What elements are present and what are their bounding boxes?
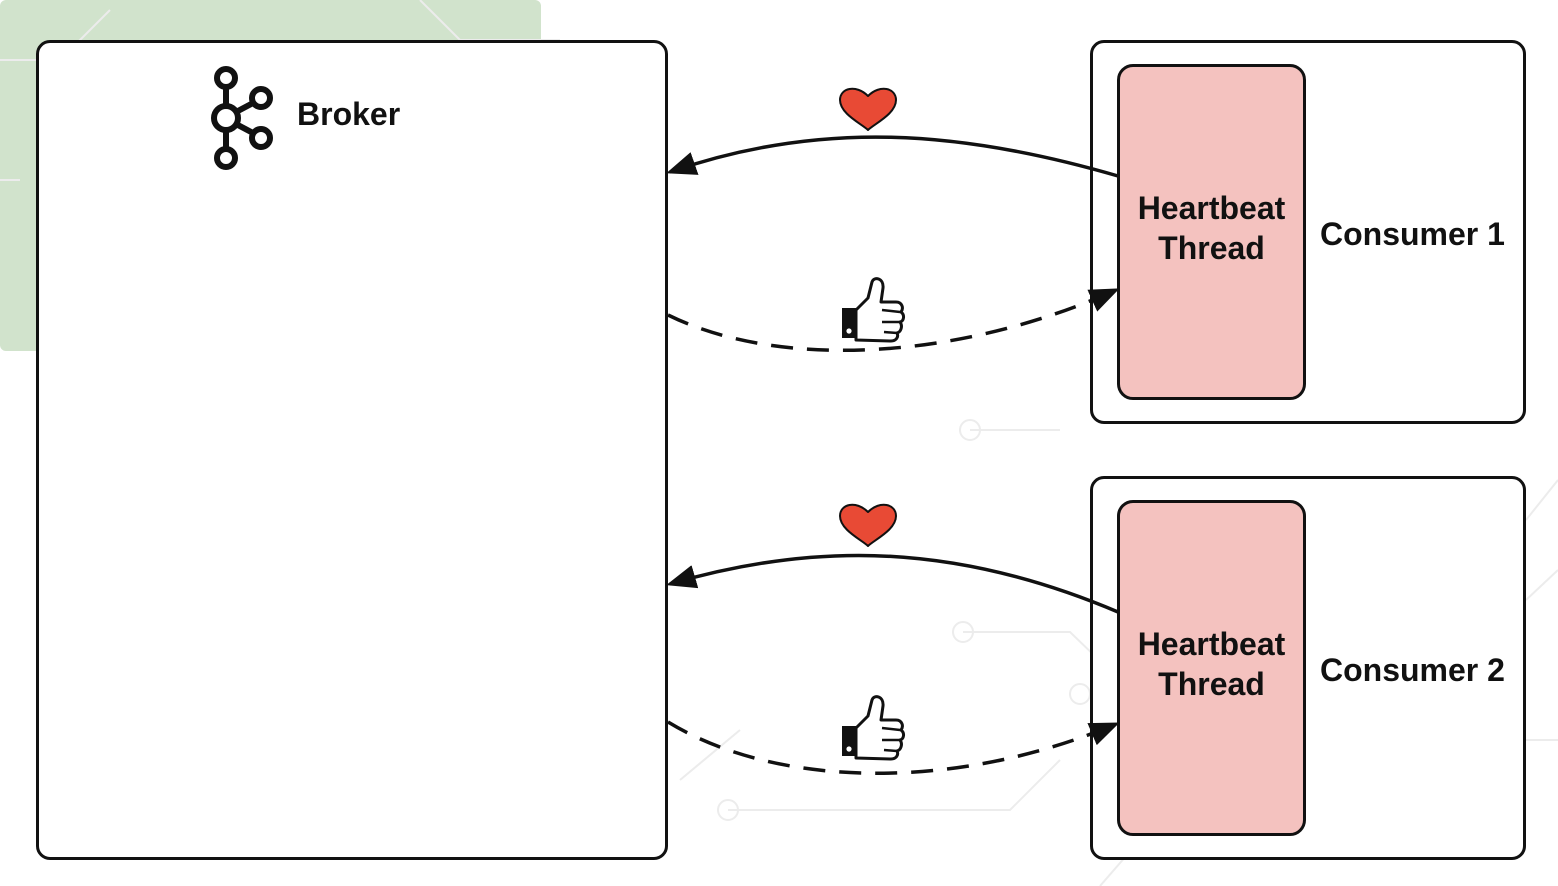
- heartbeat-thread-2-label: Heartbeat Thread: [1138, 624, 1286, 712]
- broker-title: Broker: [297, 96, 401, 132]
- heartbeat-thread-1-label: Heartbeat Thread: [1138, 188, 1286, 276]
- thread-label-line1: Heartbeat: [1137, 626, 1286, 662]
- consumer-2-label: Consumer 2: [1320, 652, 1505, 688]
- thread-label-line1: Heartbeat: [1137, 190, 1286, 226]
- heartbeat-thread-2-box: Heartbeat Thread: [1117, 500, 1306, 836]
- broker-box: [36, 40, 668, 860]
- thread-label-line2: Thread: [1158, 230, 1265, 266]
- thread-label-line2: Thread: [1158, 666, 1265, 702]
- consumer-1-label: Consumer 1: [1320, 216, 1505, 252]
- kafka-logo-icon: [211, 66, 273, 170]
- heartbeat-thread-1-box: Heartbeat Thread: [1117, 64, 1306, 400]
